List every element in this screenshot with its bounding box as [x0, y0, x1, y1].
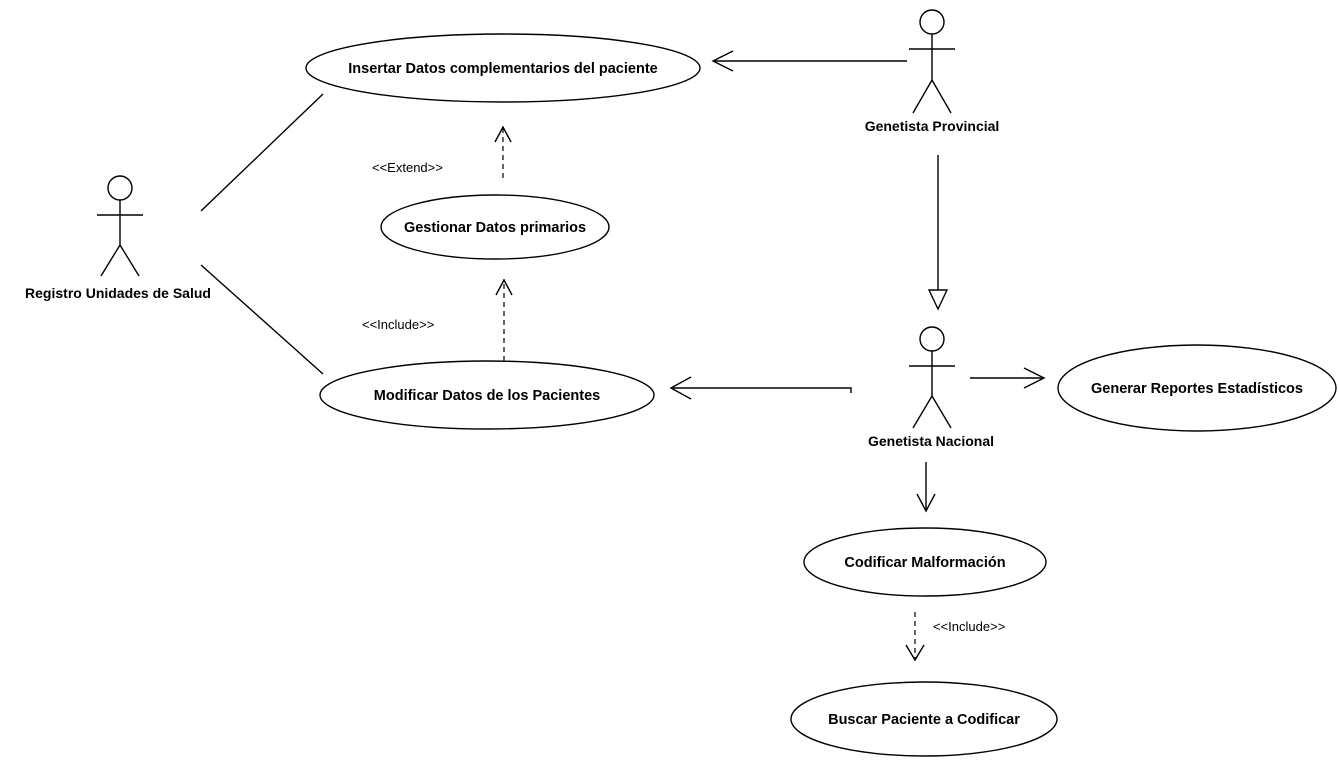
association-nacional-reportes [970, 367, 1046, 389]
actor-nacional: Genetista Nacional [868, 326, 994, 449]
actor-nacional-label: Genetista Nacional [868, 433, 994, 449]
actor-provincial: Genetista Provincial [865, 9, 1000, 134]
use-case-codificar-label: Codificar Malformación [844, 555, 1005, 571]
actor-registro-label: Registro Unidades de Salud [25, 285, 211, 301]
stereotype-include-modificar: <<Include>> [362, 317, 434, 332]
actor-registro: Registro Unidades de Salud [25, 175, 211, 301]
association-registro-insertar [200, 93, 324, 212]
actor-head [919, 326, 945, 352]
use-case-buscar-label: Buscar Paciente a Codificar [828, 712, 1020, 728]
use-case-buscar: Buscar Paciente a Codificar [790, 681, 1058, 757]
use-case-modificar: Modificar Datos de los Pacientes [319, 360, 655, 430]
stereotype-extend: <<Extend>> [372, 160, 443, 175]
association-nacional-modificar [669, 376, 852, 400]
actor-provincial-label: Genetista Provincial [865, 118, 1000, 134]
include-modificar-gestionar [495, 278, 513, 361]
association-nacional-codificar [916, 462, 936, 513]
use-case-gestionar-label: Gestionar Datos primarios [404, 220, 586, 236]
use-case-reportes-label: Generar Reportes Estadísticos [1091, 381, 1303, 397]
actor-head [919, 9, 945, 35]
include-codificar-buscar [905, 612, 925, 662]
use-case-codificar: Codificar Malformación [803, 527, 1047, 597]
association-registro-modificar [200, 264, 324, 375]
use-case-reportes: Generar Reportes Estadísticos [1057, 344, 1337, 432]
actor-head [107, 175, 133, 201]
use-case-modificar-label: Modificar Datos de los Pacientes [374, 388, 600, 404]
use-case-gestionar: Gestionar Datos primarios [380, 194, 610, 260]
stereotype-include-codificar: <<Include>> [933, 619, 1005, 634]
generalization-provincial-nacional [927, 155, 949, 311]
association-provincial-insertar [711, 50, 907, 72]
use-case-insertar: Insertar Datos complementarios del pacie… [305, 33, 701, 103]
extend-gestionar-insertar [494, 125, 512, 178]
use-case-insertar-label: Insertar Datos complementarios del pacie… [348, 61, 657, 77]
